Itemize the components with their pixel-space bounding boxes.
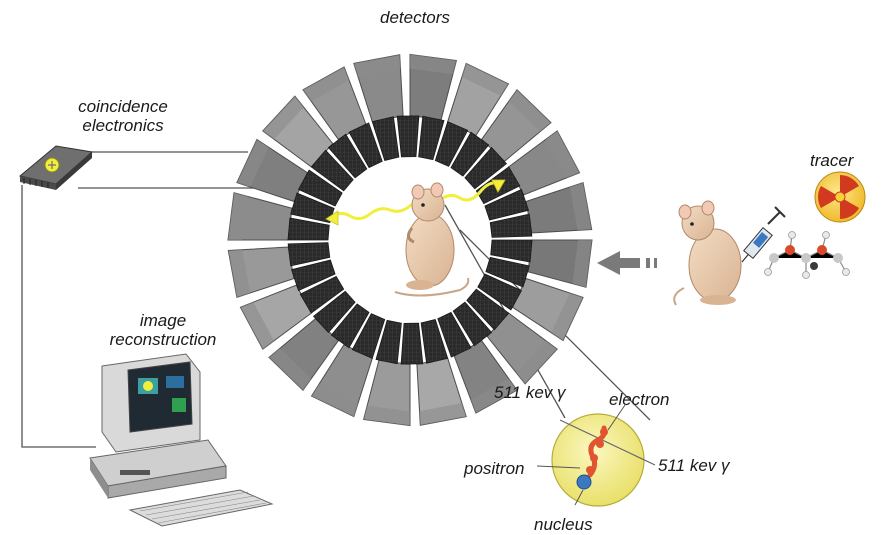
outer-detector-blocks — [227, 53, 593, 427]
detector-block-face — [353, 54, 401, 77]
crystal-block — [287, 242, 331, 267]
detector-block-face — [508, 89, 551, 132]
gamma-ray-right — [439, 181, 499, 202]
crystal-block — [310, 149, 354, 192]
nucleus-particle — [576, 474, 592, 490]
crystal-block — [351, 313, 386, 359]
gamma-symbol-right: γ — [721, 456, 730, 475]
detector-block-face — [461, 63, 509, 96]
positron-label: positron — [464, 459, 525, 478]
detector-block-face — [545, 130, 580, 178]
detector-block-face — [236, 139, 269, 187]
crystal-block — [297, 169, 343, 207]
detector-block-face — [228, 249, 251, 298]
detector-block-face — [470, 378, 517, 413]
detector-block-face — [569, 182, 592, 231]
wire-chip-to-computer — [21, 185, 96, 448]
crystal-block — [375, 319, 402, 365]
detector-block-face — [240, 302, 275, 350]
molecule-icon — [764, 231, 850, 279]
gamma-energy-left-text: 511 kev — [494, 383, 553, 402]
image-label-line1: image — [139, 311, 187, 330]
detector-block-face — [269, 348, 312, 391]
crystal-block — [396, 115, 420, 158]
gamma-arrow-left — [325, 210, 339, 226]
crystal-block — [287, 217, 330, 241]
detector-block-face — [516, 340, 558, 384]
crystal-block — [290, 192, 335, 224]
crystal-block — [420, 319, 449, 364]
detector-block-face — [228, 192, 248, 240]
inner-detector-blocks — [287, 115, 533, 365]
crystal-block — [418, 115, 445, 161]
detector-block-face — [311, 384, 359, 417]
crystal-block — [452, 301, 493, 347]
detector-block-face — [363, 405, 410, 426]
crystal-block — [489, 213, 533, 238]
nucleus-label: nucleus — [534, 515, 593, 534]
annihilation-sphere — [551, 413, 645, 507]
crystal-block — [290, 259, 336, 292]
coincidence-chip-icon — [18, 145, 94, 190]
detector-block-face — [551, 293, 584, 341]
rat-in-scanner-icon — [394, 182, 470, 297]
crystal-block — [434, 121, 469, 167]
gamma-energy-label-left: 511 kev γ — [494, 383, 566, 402]
nucleus-pointer — [574, 489, 584, 506]
crystal-block — [299, 275, 345, 314]
detector-ring — [227, 53, 593, 427]
crystal-block — [327, 133, 368, 179]
crystal-block — [477, 273, 523, 311]
image-label-line2: reconstruction — [109, 330, 217, 349]
detector-block-face — [410, 54, 457, 75]
electron-label: electron — [609, 390, 670, 409]
crystal-block — [490, 239, 533, 263]
detector-block-face — [419, 403, 467, 426]
gamma-ray-left — [329, 199, 427, 221]
detectors-label: detectors — [380, 8, 450, 27]
image-reconstruction-label: image reconstruction — [88, 311, 238, 349]
crystal-block — [466, 288, 510, 331]
detector-block-face — [572, 240, 592, 288]
crystal-block — [464, 146, 507, 190]
rat-icon — [673, 200, 742, 306]
electron-pointer — [607, 404, 626, 431]
crystal-block — [484, 188, 530, 221]
crystal-block — [450, 131, 490, 177]
crystal-block — [313, 290, 356, 334]
positron-pointer — [536, 465, 581, 469]
gamma-energy-label-right: 511 kev γ — [658, 456, 730, 475]
coincidence-electronics-label: coincidence electronics — [48, 97, 198, 135]
crystal-block — [348, 122, 383, 169]
syringe-icon — [741, 206, 786, 263]
crystal-block — [437, 311, 472, 358]
crystal-block — [371, 116, 400, 161]
radiation-trefoil-icon — [814, 171, 866, 223]
crystal-block — [400, 322, 424, 365]
gamma-arrow-right — [491, 179, 506, 193]
gamma-energy-right-text: 511 kev — [658, 456, 717, 475]
annihilation-detail — [536, 404, 656, 507]
crystal-block — [485, 256, 530, 288]
computer-workstation-icon — [89, 353, 274, 527]
detector-block-face — [262, 96, 304, 140]
coincidence-label-line2: electronics — [82, 116, 164, 135]
tracer-label: tracer — [810, 151, 854, 170]
annihilation-line — [559, 419, 656, 466]
coincidence-label-line1: coincidence — [78, 97, 168, 116]
detector-block-face — [303, 67, 350, 102]
gamma-symbol-left: γ — [557, 383, 566, 402]
crystal-block — [330, 303, 370, 349]
arrow-left-icon — [597, 251, 657, 275]
